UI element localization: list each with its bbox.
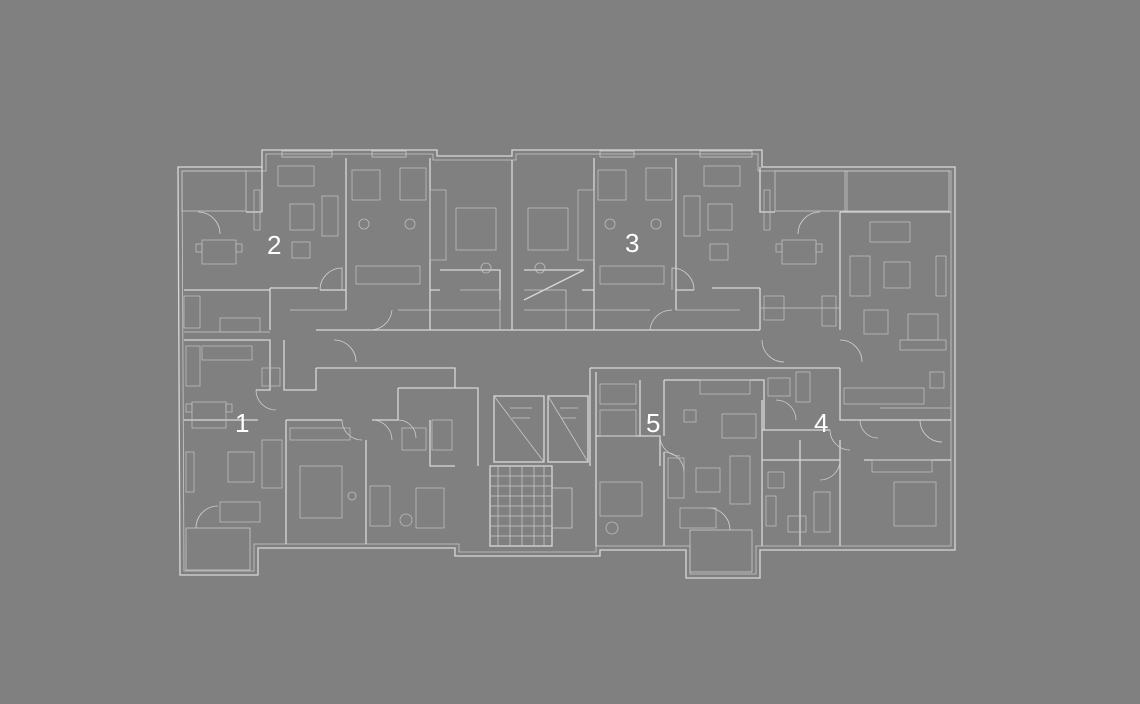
building-outline: [177, 149, 956, 579]
doors: [195, 211, 943, 531]
apartment-label-2: 2: [267, 230, 281, 260]
apartment-label-4: 4: [814, 408, 828, 438]
furniture: [183, 165, 947, 535]
stair-core: [489, 395, 589, 547]
apartment-label-5: 5: [646, 408, 660, 438]
lower-units: [184, 339, 951, 546]
balconies: [181, 150, 950, 573]
apartment-label-3: 3: [625, 228, 639, 258]
apartment-labels: 1 2 3 4 5: [235, 228, 828, 438]
apartment-label-1: 1: [235, 408, 249, 438]
corridor: [316, 329, 840, 466]
